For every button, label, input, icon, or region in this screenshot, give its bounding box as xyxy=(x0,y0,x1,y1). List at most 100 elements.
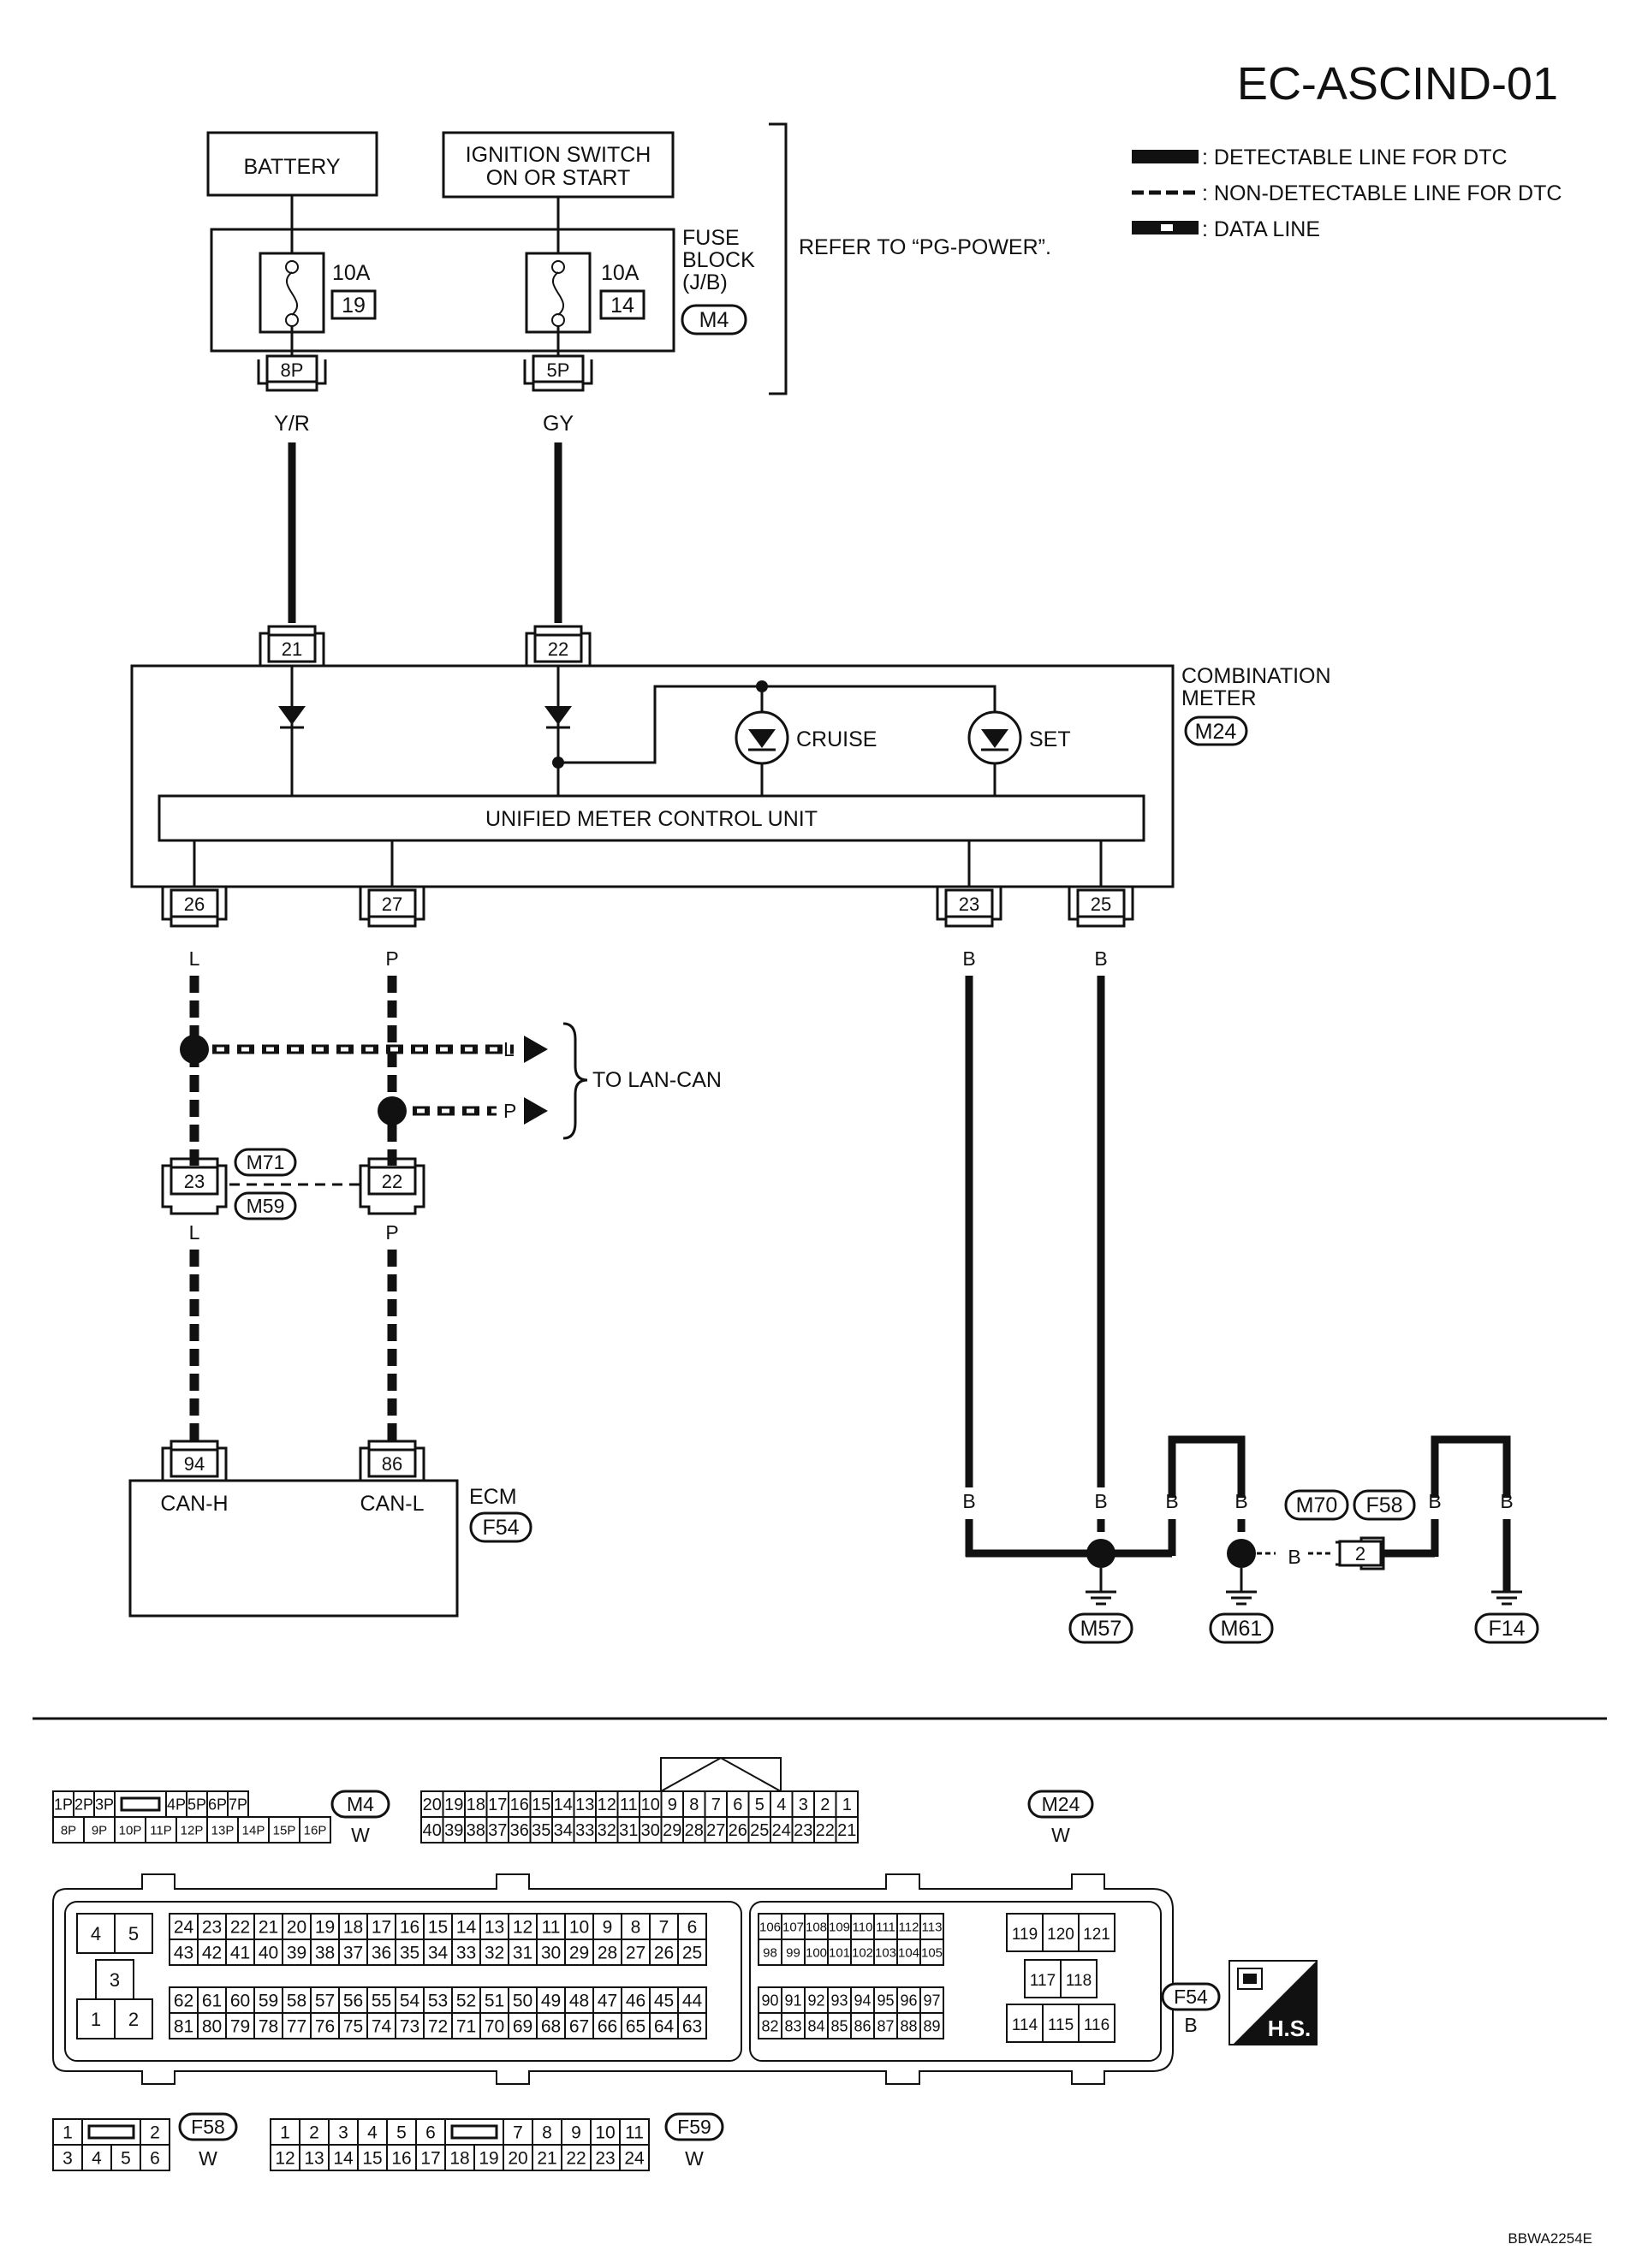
m4-pin: 15P xyxy=(273,1823,296,1838)
f54-pin: 42 xyxy=(202,1944,222,1963)
f54-pin: 7 xyxy=(659,1918,669,1938)
f54-pin: 45 xyxy=(654,1992,674,2011)
m24-pin: 12 xyxy=(598,1796,616,1814)
f54-pin: 72 xyxy=(428,2017,448,2037)
m24-pin: 16 xyxy=(510,1796,529,1814)
f54-pin: 101 xyxy=(829,1945,850,1960)
m24-pin: 17 xyxy=(488,1796,507,1814)
m4-pin: 9P xyxy=(92,1823,107,1838)
m4-pin: 7P xyxy=(229,1796,247,1813)
f54-pin: 68 xyxy=(541,2017,561,2037)
pin-86: 86 xyxy=(382,1453,402,1475)
f54-pin: 6 xyxy=(687,1918,698,1938)
f54-pin: 69 xyxy=(513,2017,532,2037)
wire-b-23: B xyxy=(962,947,975,970)
fuse-19-amps: 10A xyxy=(332,261,371,285)
ignition-label-2: ON OR START xyxy=(486,166,631,190)
m4-pin: 10P xyxy=(119,1823,142,1838)
battery-box xyxy=(206,131,378,197)
f54-pin: 61 xyxy=(202,1992,222,2011)
f59-pin: 12 xyxy=(275,2149,294,2169)
f54-pin: 11 xyxy=(542,1918,561,1938)
m4-pin: 6P xyxy=(208,1796,227,1813)
m24-pin: 7 xyxy=(711,1796,721,1814)
f54-pin: 49 xyxy=(541,1992,561,2011)
fuse-14-number: 14 xyxy=(610,294,634,318)
f54-pin: 13 xyxy=(485,1918,504,1938)
f54-pin: 50 xyxy=(513,1992,532,2011)
f54-pin: 53 xyxy=(428,1992,448,2011)
splice-m57 xyxy=(1086,1539,1115,1568)
f54-pin: 30 xyxy=(541,1944,561,1963)
ecm-body xyxy=(128,1479,459,1618)
can-h-label: CAN-H xyxy=(160,1492,228,1516)
f54-pin: 3 xyxy=(110,1969,120,1991)
meter-output-pins: 26 27 23 25 L P B B xyxy=(161,887,1134,970)
diode-21-icon xyxy=(278,706,306,725)
m24-pin: 39 xyxy=(444,1821,463,1840)
f54-pin: 99 xyxy=(786,1945,800,1960)
pin-25: 25 xyxy=(1091,894,1111,915)
diode-22-icon xyxy=(544,706,572,725)
f54-pin: 14 xyxy=(456,1918,477,1938)
f59-pin: 18 xyxy=(449,2149,469,2169)
pin-23-joint: 23 xyxy=(184,1171,205,1192)
f54-pin: 81 xyxy=(174,2017,193,2037)
f54-pin: 48 xyxy=(569,1992,589,2011)
m24-pin: 22 xyxy=(816,1821,835,1840)
wire-b-25: B xyxy=(1094,947,1107,970)
f54-pin: 92 xyxy=(807,1992,824,2009)
m24-pin: 8 xyxy=(689,1796,699,1814)
hs-badge-icon: H.S. xyxy=(1228,1960,1318,2045)
f54-pin: 70 xyxy=(485,2017,504,2037)
ecm: 94 86 CAN-H CAN-L ECM F54 xyxy=(128,1440,532,1618)
m24-pin: 40 xyxy=(423,1821,442,1840)
f54-pin: 23 xyxy=(202,1918,222,1938)
f54-pin: 27 xyxy=(626,1944,645,1963)
m24-pin: 21 xyxy=(837,1821,856,1840)
m4-pin: 13P xyxy=(211,1823,235,1838)
m24-pin: 26 xyxy=(729,1821,747,1840)
f54-pin: 119 xyxy=(1012,1926,1038,1944)
m4-pin: 5P xyxy=(187,1796,206,1813)
f54-pin: 80 xyxy=(202,2017,222,2037)
f54-pin: 64 xyxy=(654,2017,675,2037)
f54-pin: 77 xyxy=(287,2017,306,2037)
f54-pin: 75 xyxy=(343,2017,363,2037)
f54-pin: 22 xyxy=(230,1918,250,1938)
f59-pin: 22 xyxy=(566,2149,586,2169)
f54-pin: 12 xyxy=(513,1918,532,1938)
m24-pin: 33 xyxy=(575,1821,594,1840)
m24-name: M24 xyxy=(1042,1793,1080,1815)
wire-b-7: B xyxy=(1288,1546,1300,1568)
f54-pin: 56 xyxy=(343,1992,363,2011)
f59-pin: 21 xyxy=(537,2149,556,2169)
f54-pin: 89 xyxy=(923,2017,940,2034)
legend-non-detectable: : NON-DETECTABLE LINE FOR DTC xyxy=(1202,181,1562,205)
combination-meter: 21 22 CRUISE SET UNIFIED METER CONTROL U… xyxy=(130,625,1331,888)
pin-22: 22 xyxy=(548,638,568,660)
cruise-label: CRUISE xyxy=(796,727,877,751)
f54-pin: 74 xyxy=(372,2017,392,2037)
joint-upper-connector: M71 xyxy=(247,1151,285,1173)
f54-pin: 111 xyxy=(876,1920,895,1934)
m24-pin: 10 xyxy=(641,1796,660,1814)
f59-pin: 19 xyxy=(479,2149,498,2169)
legend-detectable: : DETECTABLE LINE FOR DTC xyxy=(1202,145,1508,169)
f54-pin: 67 xyxy=(569,2017,589,2037)
ecm-label: ECM xyxy=(469,1485,517,1509)
latch-icon xyxy=(87,2124,135,2140)
control-unit-label: UNIFIED METER CONTROL UNIT xyxy=(485,807,818,831)
f54-pin: 83 xyxy=(784,2017,801,2034)
f54-pin: 105 xyxy=(921,1945,943,1960)
arrow-p-icon xyxy=(524,1097,548,1125)
f59-pin: 24 xyxy=(624,2149,645,2169)
f54-pin: 91 xyxy=(784,1992,801,2009)
m24-pin: 29 xyxy=(663,1821,681,1840)
f54-pin: 19 xyxy=(315,1918,335,1938)
pin-5p: 5P xyxy=(547,359,570,381)
f59-pin: 23 xyxy=(595,2149,615,2169)
fuse-block-connector: M4 xyxy=(699,308,729,332)
